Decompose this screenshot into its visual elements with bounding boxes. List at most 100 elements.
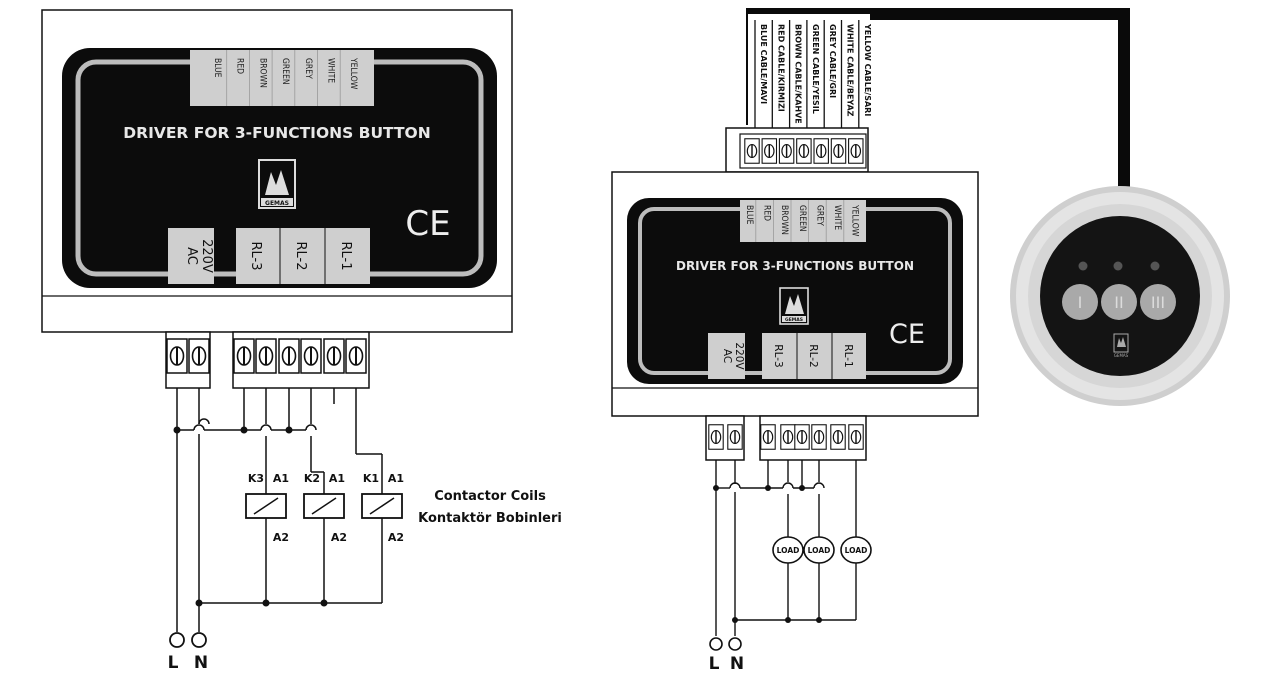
indicator-led-2 <box>1113 261 1123 271</box>
svg-text:K2: K2 <box>304 472 320 485</box>
cable-label: BROWN CABLE/KAHVE <box>794 24 803 124</box>
left-relay-label: RL-2 <box>293 241 308 270</box>
svg-text:A2: A2 <box>273 531 289 544</box>
svg-text:A1: A1 <box>388 472 404 485</box>
left-wire-label-strip <box>190 50 374 106</box>
cable-label: WHITE CABLE/BEYAZ <box>846 24 855 117</box>
right-power-label-box <box>708 333 745 379</box>
svg-text:GEMAS: GEMAS <box>785 317 803 323</box>
left-ce-mark: CE <box>405 204 450 244</box>
cable-label: YELLOW CABLE/SARI <box>863 23 872 116</box>
terminal-screw <box>761 138 778 164</box>
function-button-1[interactable]: I <box>1062 284 1098 320</box>
terminal-screw <box>813 138 829 164</box>
left-device-title: DRIVER FOR 3-FUNCTIONS BUTTON <box>123 124 430 142</box>
left-line-label: L <box>168 653 179 673</box>
svg-text:AC: AC <box>184 247 199 265</box>
cable-label: RED CABLE/KIRMIZI <box>776 24 785 112</box>
left-neutral-label: N <box>194 653 208 673</box>
terminal-screw <box>727 424 743 450</box>
svg-text:GEMAS: GEMAS <box>1114 353 1129 358</box>
terminal-screw <box>848 424 864 450</box>
panel-brand-logo: GEMAS <box>1113 333 1129 358</box>
svg-text:K1: K1 <box>363 472 379 485</box>
coil-note-english: Contactor Coils <box>434 489 546 504</box>
svg-text:AC: AC <box>721 349 733 363</box>
indicator-led-3 <box>1150 261 1160 271</box>
terminal-screw <box>796 138 812 164</box>
cable-label: GREEN CABLE/YESIL <box>811 24 820 114</box>
svg-text:LOAD: LOAD <box>845 546 868 555</box>
load: LOAD <box>803 536 835 564</box>
svg-text:220V: 220V <box>199 239 214 273</box>
terminal-screw <box>811 424 827 450</box>
svg-text:II: II <box>1114 293 1123 312</box>
svg-text:I: I <box>1078 293 1083 312</box>
terminal-screw <box>708 424 724 450</box>
terminal-screw <box>778 138 795 164</box>
terminal-screw <box>760 424 776 450</box>
left-relay-label: RL-3 <box>248 241 263 270</box>
function-button-3[interactable]: III <box>1140 284 1176 320</box>
left-mains-terminals: L N <box>168 632 208 673</box>
svg-text:LOAD: LOAD <box>777 546 800 555</box>
three-function-button-panel: I II III GEMAS <box>1010 186 1230 406</box>
left-terminal-block <box>165 331 370 389</box>
contactor-coil-k2: K2 A1 A2 <box>303 472 347 544</box>
svg-text:A2: A2 <box>331 531 347 544</box>
terminal-screw <box>848 138 864 164</box>
terminal-screw <box>830 138 847 164</box>
left-driver-device: BLUE RED BROWN GREEN GREY WHITE YELLOW DRIVER … <box>41 9 513 333</box>
indicator-led-1 <box>1078 261 1088 271</box>
right-wire-label-strip <box>740 200 866 242</box>
right-ce-mark: CE <box>889 319 925 350</box>
cable-label: GREY CABLE/GRI <box>828 24 837 98</box>
left-relay-label: RL-1 <box>338 241 353 270</box>
left-wire-label: RED <box>235 58 245 74</box>
left-wire-label: YELLOW <box>348 57 358 90</box>
svg-text:III: III <box>1151 293 1165 312</box>
left-relay-label-box <box>236 228 370 284</box>
right-wire-label: WHITE <box>832 205 842 230</box>
svg-text:A1: A1 <box>273 472 289 485</box>
svg-text:GEMAS: GEMAS <box>265 200 289 207</box>
left-brand-logo: GEMAS <box>258 159 296 209</box>
right-relay-label: RL-2 <box>807 344 819 367</box>
function-button-2[interactable]: II <box>1101 284 1137 320</box>
right-device-title: DRIVER FOR 3-FUNCTIONS BUTTON <box>676 259 914 273</box>
left-wire-label: BLUE <box>212 58 222 78</box>
left-wire-label: WHITE <box>326 58 336 83</box>
right-relay-label-box <box>762 333 866 379</box>
right-neutral-label: N <box>730 654 744 674</box>
right-relay-label: RL-3 <box>772 344 784 367</box>
left-wire-label: GREEN <box>280 58 290 85</box>
right-wiring <box>715 460 857 636</box>
svg-text:A1: A1 <box>329 472 345 485</box>
right-wire-label: BLUE <box>744 205 754 225</box>
cable-label: BLUE CABLE/MAVI <box>759 24 768 104</box>
right-bottom-terminal-block <box>705 415 867 461</box>
right-wire-label: RED <box>762 205 772 221</box>
right-brand-logo: GEMAS <box>779 287 809 325</box>
terminal-screw <box>794 424 810 450</box>
right-wire-label: YELLOW <box>850 204 860 237</box>
left-wire-label: BROWN <box>257 58 267 88</box>
terminal-screw <box>744 138 760 164</box>
right-top-terminal-block <box>725 127 869 173</box>
svg-text:220V: 220V <box>733 342 745 370</box>
contactor-coil-k3: K3 A1 A2 <box>245 472 289 544</box>
left-power-label-box <box>168 228 214 284</box>
right-mains-terminals: L N <box>709 637 744 674</box>
svg-text:K3: K3 <box>248 472 264 485</box>
right-wire-label: BROWN <box>779 205 789 235</box>
terminal-screw <box>830 424 846 450</box>
right-line-label: L <box>709 654 720 674</box>
right-wire-label: GREEN <box>797 205 807 232</box>
svg-text:LOAD: LOAD <box>808 546 831 555</box>
right-relay-label: RL-1 <box>842 344 854 367</box>
terminal-screw <box>780 424 796 450</box>
coil-note-turkish: Kontaktör Bobinleri <box>418 511 562 526</box>
left-wire-label: GREY <box>303 58 313 79</box>
